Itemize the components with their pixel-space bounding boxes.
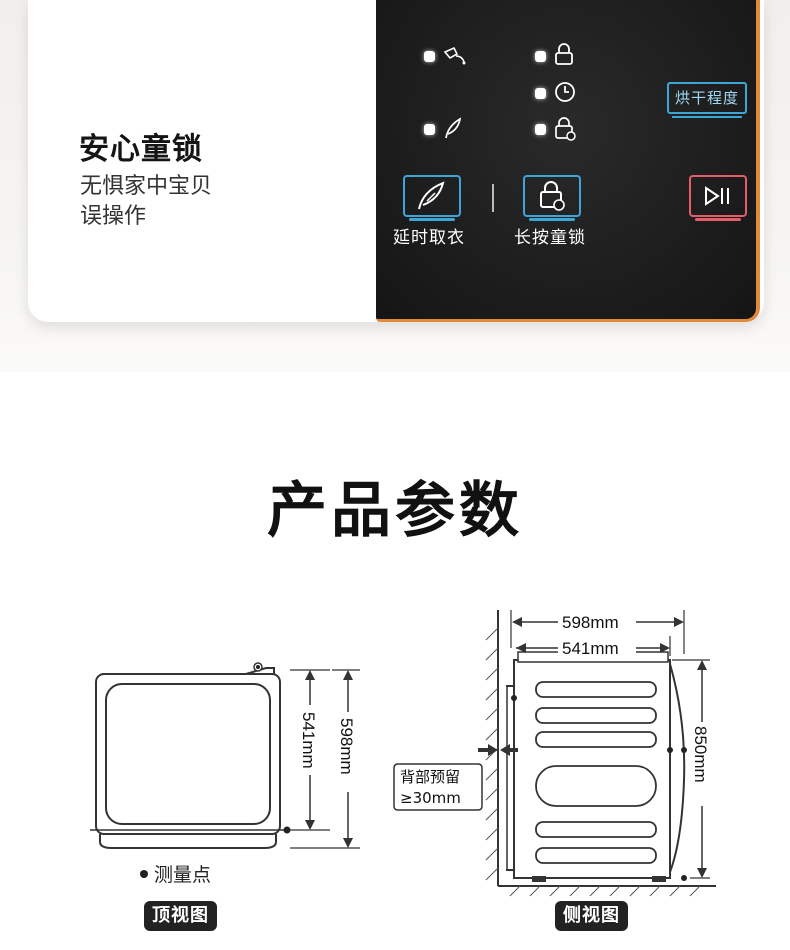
side-dim-inner-label: 541mm <box>562 639 619 658</box>
measure-point-legend: 测量点 <box>140 860 211 887</box>
dryer-pour-icon <box>443 46 466 65</box>
led-indicator <box>535 124 546 135</box>
child-lock-label: 长按童锁 <box>514 228 586 248</box>
feature-desc-line-2: 误操作 <box>80 204 147 229</box>
lock-icon <box>555 43 573 65</box>
top-view-caption: 顶视图 <box>144 901 217 931</box>
led-indicator <box>424 51 435 62</box>
side-view-diagram: 598mm 541mm 850mm <box>478 610 716 897</box>
side-view-caption: 侧视图 <box>555 901 628 931</box>
child-lock-icon <box>555 117 576 141</box>
side-dim-height-label: 850mm <box>691 726 710 783</box>
rear-gap-line-1: 背部预留 <box>400 768 460 786</box>
play-pause-icon <box>705 186 729 206</box>
child-lock-icon <box>540 181 565 211</box>
feather-icon <box>418 181 445 210</box>
led-indicator <box>535 51 546 62</box>
measure-point-dot <box>140 869 148 878</box>
measure-point-label: 测量点 <box>154 864 212 886</box>
child-lock-button[interactable] <box>523 175 581 221</box>
params-title: 产品参数 <box>267 476 523 546</box>
play-pause-button[interactable] <box>689 175 747 221</box>
feature-desc-line-1: 无惧家中宝贝 <box>80 174 213 199</box>
rear-gap-callout: 背部预留 ≥30mm <box>393 763 483 811</box>
top-dim-outer-label: 598mm <box>337 718 356 775</box>
led-indicator <box>535 88 546 99</box>
delay-label: 延时取衣 <box>393 228 465 248</box>
top-dim-inner-label: 541mm <box>299 712 318 769</box>
delay-button[interactable] <box>403 175 461 221</box>
side-dim-outer-label: 598mm <box>562 613 619 632</box>
top-view-diagram: 541mm 598mm <box>90 662 360 849</box>
panel-divider <box>492 184 494 212</box>
clock-icon <box>555 82 575 102</box>
dry-level-button[interactable]: 烘干程度 <box>667 82 747 118</box>
rear-gap-line-2: ≥30mm <box>400 789 461 807</box>
feature-title: 安心童锁 <box>79 132 203 167</box>
led-indicator <box>424 124 435 135</box>
feather-icon <box>445 117 462 139</box>
